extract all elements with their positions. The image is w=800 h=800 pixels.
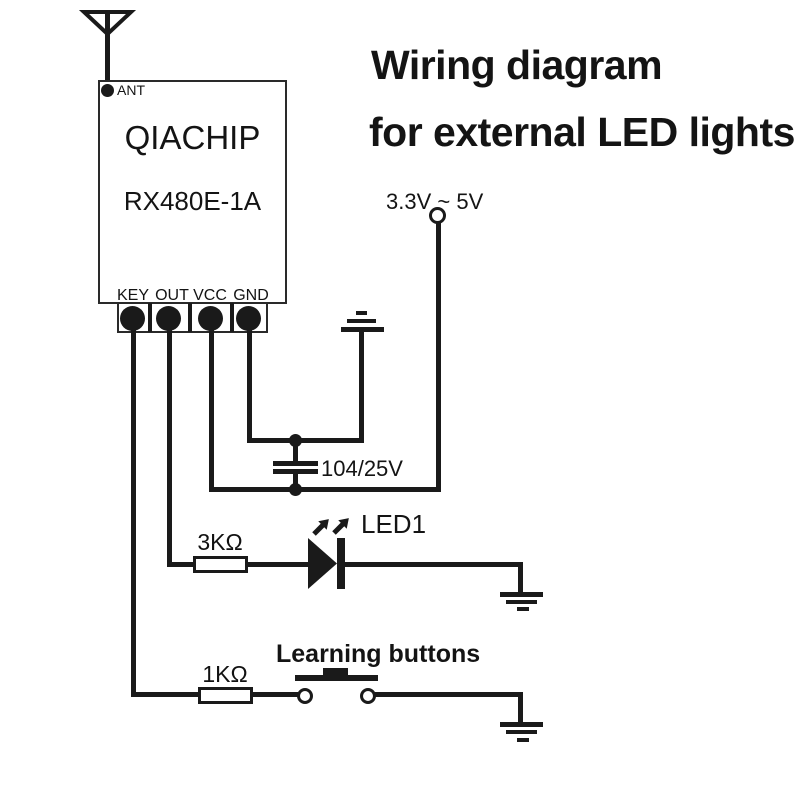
pushbutton-contact-right [360,688,376,704]
antenna-icon [78,10,137,37]
antenna-mast [105,10,110,82]
wire-led-to-ground [344,562,523,567]
led-emission-arrows-icon [312,518,349,536]
capacitor-icon [273,469,318,474]
ground-icon [341,327,384,332]
wire-supply-vertical [436,222,441,492]
wire-resistor-to-led [246,562,309,567]
capacitor-lead-bottom [293,474,298,489]
led-diode-icon [308,538,345,589]
wire-out-to-resistor [167,562,195,567]
wire-led-ground-stem [518,562,523,593]
wire-button-ground-stem [518,692,523,723]
button-label: Learning buttons [276,640,481,668]
pushbutton-bar-icon [295,675,378,681]
pin-label-key: KEY [116,287,149,304]
pin-label-out: OUT [155,287,189,304]
ant-pin-dot [101,84,114,97]
ground-icon [500,592,543,597]
ground-icon [356,311,367,315]
ground-icon [347,319,376,323]
resistor-key-box [198,687,253,704]
wire-out-vertical [167,318,172,567]
wire-gnd-vertical [247,318,252,443]
led-label: LED1 [361,509,427,539]
pin-label-gnd: GND [233,287,269,304]
ground-icon [500,722,543,727]
module-model: RX480E-1A [123,186,262,216]
capacitor-label: 104/25V [321,456,403,481]
pin-separator [148,303,152,332]
diagram-title-line1: Wiring diagram [371,42,663,88]
resistor-led-box [193,556,248,573]
ground-icon [517,607,529,611]
pin-separator [188,303,192,332]
ant-label: ANT [117,82,145,98]
capacitor-icon [273,461,318,466]
wire-vcc-horizontal [209,487,441,492]
ground-icon [517,738,529,742]
module-brand: QIACHIP [124,119,261,156]
ground-icon [506,600,537,604]
wire-key-vertical [131,318,136,697]
junction-dot [289,434,302,447]
wire-key-horizontal [131,692,198,697]
ground-icon [506,730,537,734]
capacitor-lead-top [293,441,298,462]
pushbutton-contact-left [297,688,313,704]
pin-separator [230,303,234,332]
junction-dot [289,483,302,496]
module-box [98,80,287,304]
wire-resistor-to-button [251,692,298,697]
pushbutton-actuator-icon [323,668,348,677]
wire-vcc-vertical [209,318,214,492]
wire-earth-stem [359,331,364,441]
wire-gnd-horizontal [247,438,364,443]
pin-label-vcc: VCC [193,287,227,304]
diagram-title-line2: for external LED lights [369,109,795,155]
power-supply-terminal [429,207,446,224]
wire-button-to-ground [375,692,523,697]
